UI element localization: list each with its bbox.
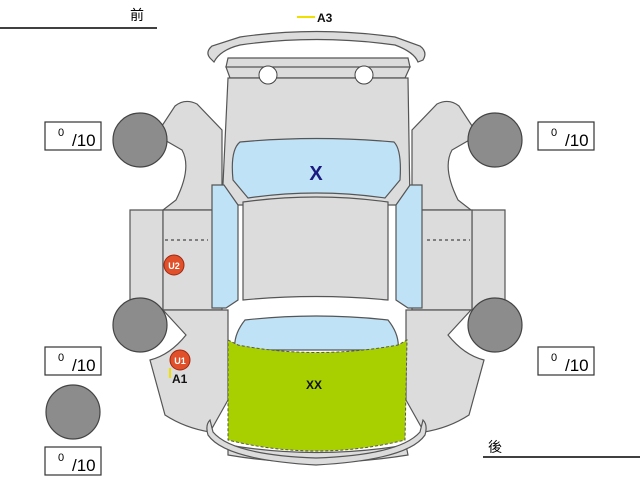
svg-text:U1: U1 bbox=[174, 356, 186, 366]
tyre-spare-icon[interactable] bbox=[45, 384, 101, 440]
trunk-damage-mark: XX bbox=[306, 378, 322, 392]
tyre-rear-left-icon[interactable] bbox=[112, 297, 168, 353]
tyre-front-right-icon[interactable] bbox=[467, 112, 523, 168]
svg-text:/10: /10 bbox=[565, 356, 589, 375]
front-label: 前 bbox=[130, 7, 144, 23]
score-box-rear-right: 0 /10 bbox=[537, 346, 595, 376]
rear-quarter-damage-mark: A1 bbox=[172, 372, 188, 386]
right-side-window[interactable] bbox=[395, 184, 423, 309]
svg-text:0: 0 bbox=[58, 127, 64, 139]
front-bumper[interactable] bbox=[207, 30, 426, 64]
trunk[interactable] bbox=[227, 339, 408, 452]
svg-text:/10: /10 bbox=[72, 456, 96, 475]
right-front-door[interactable] bbox=[471, 209, 506, 311]
score-box-front-left: 0 /10 bbox=[44, 121, 102, 151]
front-left-fender[interactable] bbox=[155, 100, 223, 211]
score-box-spare: 0 /10 bbox=[44, 446, 102, 476]
headlight-left bbox=[258, 65, 278, 85]
dent-badge-u2[interactable]: U2 bbox=[163, 254, 185, 276]
svg-text:0: 0 bbox=[551, 127, 557, 139]
headlight-right bbox=[354, 65, 374, 85]
front-bumper-damage-mark: A3 bbox=[317, 11, 333, 25]
tyre-front-left-icon[interactable] bbox=[112, 112, 168, 168]
svg-text:/10: /10 bbox=[72, 356, 96, 375]
svg-text:/10: /10 bbox=[72, 131, 96, 150]
left-front-door[interactable] bbox=[129, 209, 164, 311]
tyre-rear-right-icon[interactable] bbox=[467, 297, 523, 353]
rear-label: 後 bbox=[488, 439, 502, 455]
front-right-fender[interactable] bbox=[411, 100, 479, 211]
front-grille[interactable] bbox=[225, 57, 411, 79]
windshield[interactable] bbox=[231, 137, 401, 199]
svg-text:0: 0 bbox=[58, 452, 64, 464]
roof[interactable] bbox=[242, 196, 389, 301]
svg-text:0: 0 bbox=[551, 352, 557, 364]
svg-text:/10: /10 bbox=[565, 131, 589, 150]
svg-text:U2: U2 bbox=[168, 261, 180, 271]
rear-bumper[interactable] bbox=[206, 418, 427, 466]
windshield-damage-mark: X bbox=[309, 163, 323, 185]
right-rear-quarter[interactable] bbox=[405, 309, 485, 433]
dent-badge-u1[interactable]: U1 bbox=[169, 349, 191, 371]
svg-text:0: 0 bbox=[58, 352, 64, 364]
score-box-front-right: 0 /10 bbox=[537, 121, 595, 151]
score-box-rear-left: 0 /10 bbox=[44, 346, 102, 376]
left-side-window[interactable] bbox=[211, 184, 239, 309]
rear-window[interactable] bbox=[234, 315, 399, 351]
